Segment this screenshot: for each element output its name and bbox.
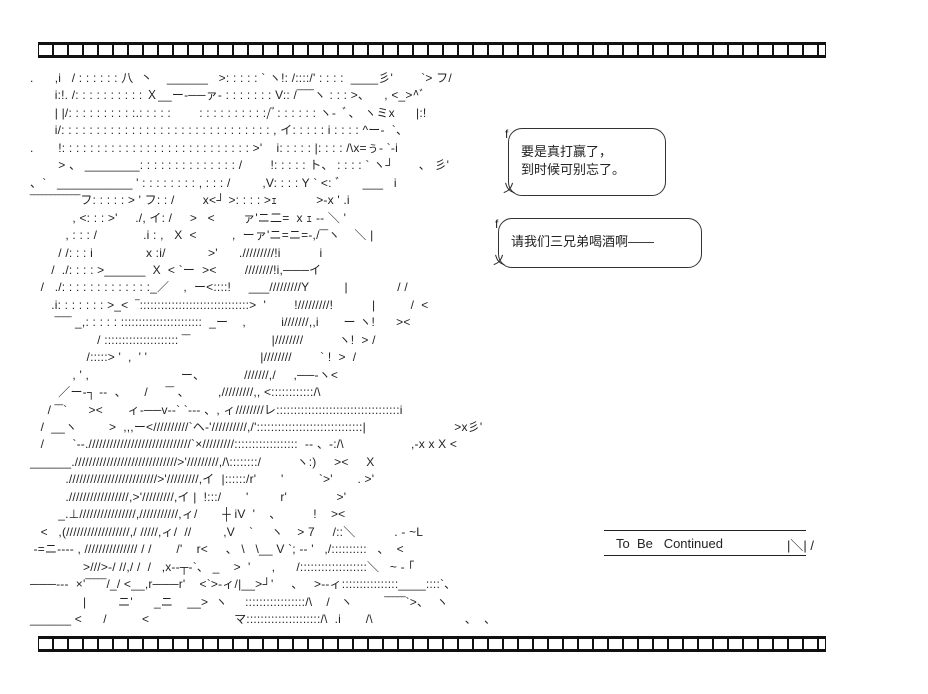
art-line: > 、 ________: : : : : : : : : : : : : : …: [30, 158, 450, 173]
speech-bubble-1: f 要是真打赢了， 到时候可别忘了。 乂: [503, 127, 666, 196]
art-line: | ニ' _ニ __> ヽ :::::::::::::::::/\ / ヽ ‾‾…: [30, 594, 449, 609]
art-line: / ./: : : : >______ X < `ー >< ////////!i…: [30, 262, 322, 277]
art-line: ‾‾‾‾‾‾‾‾‾‾‾‾フ: : : : : > ' フ: : / x<┘ >:…: [30, 193, 350, 208]
bubble-text-line: 请我们三兄弟喝酒啊——: [511, 234, 655, 249]
art-line: ───--- ×'‾‾‾‾‾/_/ <__,r───r' <`>-ィ/|__>┘…: [30, 577, 457, 592]
art-line: 、` ___________ ' : : : : : : : : , : : :…: [30, 175, 397, 190]
art-line: -=ニ---- , /////////////// / / /' r< 、 \ …: [30, 542, 404, 557]
art-line: i:!. /: : : : : : : : : : Ｘ__ー‐──ァ- : : …: [30, 88, 426, 103]
banner-label: To Be Continued: [616, 536, 723, 551]
art-line: .i: : : : : : : >_< ‾:::::::::::::::::::…: [30, 297, 429, 312]
bubble-decoration: 乂: [503, 181, 516, 195]
art-line: . ,i / : : : : : : 八 丶 ______ >: : : : :…: [30, 71, 452, 85]
art-line: / ::::::::::::::::::::: ‾‾ |//////// ヽ! …: [30, 332, 376, 347]
art-line: /:::::> ' , ' ' |//////// ` ! > /: [30, 350, 357, 365]
art-line: ‾‾‾‾ _,: : : : : :::::::::::::::::::::::…: [30, 315, 411, 330]
speech-bubble-2: f 请我们三兄弟喝酒啊—— 乂: [493, 217, 702, 268]
art-line: / ‾‾` >< ィ‐──v‐‐` `-‐- 、, ィ////////レ::::…: [30, 402, 403, 417]
art-line: ______ < / < マ:::::::::::::::::::::/\ .i…: [30, 611, 497, 626]
art-line: >///>-/ //,/ / / ,x‐-┬‐`、 _ > ' , /:::::…: [30, 559, 415, 574]
art-line: / ./: : : : : : : : : : : : :_／ , ー<::::…: [30, 280, 408, 295]
bubble-decoration: f: [505, 127, 509, 141]
art-line: < ,(//////////////////,/ /////,ィ/ // ,V …: [30, 524, 424, 539]
bubble-decoration: f: [495, 217, 499, 231]
art-line: i/: : : : : : : : : : : : : : : : : : : …: [30, 123, 409, 138]
art-line: / /: : : i x :i/ >' ./////////!i i: [30, 245, 323, 260]
bubble-decoration: 乂: [493, 253, 506, 267]
art-line: . !: : : : : : : : : : : : : : : : : : :…: [30, 140, 398, 155]
art-line: _.⊥////////////////,///////////,ィ/ ┼ iV …: [30, 507, 346, 522]
bottom-border-frame: [38, 636, 826, 652]
art-line: ./////////////////,>'/////////,イ | !:::/…: [30, 489, 347, 504]
bubble-text-line: 要是真打赢了，: [521, 144, 613, 159]
to-be-continued-banner: To Be Continued |＼| /: [604, 530, 814, 556]
art-line: / `--./////////////////////////////`×///…: [30, 437, 458, 452]
bubble-text-line: 到时候可别忘了。: [521, 162, 626, 177]
top-border-frame: [38, 42, 826, 58]
art-line: / __ヽ > ,,,ー<//////////`ヘ-'//////////,/'…: [30, 420, 483, 434]
art-line: ./////////////////////////>'/////////,イ …: [30, 472, 375, 487]
art-line: , : : : / .i : , X < , ーァ'ニ=ニ=-,/‾‾ヽ ＼ |: [30, 228, 374, 243]
art-line: , ' , ー、 ///////,/ ,──-ヽ<: [30, 367, 339, 382]
art-line: ______./////////////////////////////>'//…: [30, 454, 375, 469]
art-line: ／ー‐┐ -- 、 / ‾‾ 、 ,/////////,, <:::::::::…: [30, 385, 321, 400]
banner-mark: |＼| /: [787, 538, 814, 553]
art-line: | |/: : : : : : : : : :.: : : : : : : : …: [30, 105, 427, 120]
art-line: , <: : : >' ./, イ: / > < ァ'ニ二= x ｪ -- ＼ …: [30, 210, 347, 225]
